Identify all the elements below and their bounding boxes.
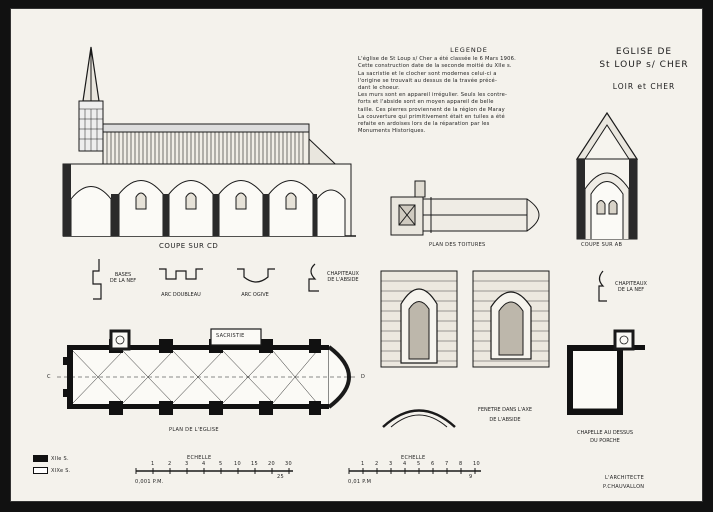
window-details-drawing (380, 270, 550, 428)
label-coupe-ab: COUPE SUR AB (581, 242, 623, 248)
scale-tick-label: 10 (234, 461, 241, 467)
architect-title: L'ARCHITECTE (605, 475, 645, 481)
scale-tick-label: 3 (389, 461, 393, 467)
legend-line: Monuments Historiques. (358, 128, 426, 135)
legend-line: forts et l'abside sont en moyen appareil… (358, 99, 494, 106)
legend-line: Les murs sont en appareil irrégulier. Se… (358, 92, 508, 99)
key-swatch-12th-century (33, 455, 48, 462)
key-label-19th-century: XIXe S. (51, 468, 71, 474)
architectural-drawings (57, 46, 645, 474)
title-line-3: LOIR et CHER (612, 82, 676, 91)
scale-bars (135, 468, 481, 474)
scale-tick-label: 8 (459, 461, 463, 467)
scale-tick-label: 1 (361, 461, 365, 467)
drawing-sheet: LEGENDE L'église de St Loup s/ Cher a ét… (10, 8, 703, 502)
longitudinal-section-drawing (62, 46, 356, 237)
label-echelle-right: ECHELLE (401, 455, 426, 461)
key-label-12th-century: XIIe S. (51, 456, 69, 462)
architect-name: P.CHAUVALLON (603, 484, 645, 490)
title-line-2: St LOUP s/ CHER (599, 60, 689, 70)
legend-line: refaite en ardoises lors de la réparatio… (358, 121, 490, 128)
chapel-plan-drawing (567, 329, 645, 415)
scale-tick-label: 6 (431, 461, 435, 467)
scale-tick-label: 30 (285, 461, 292, 467)
legend-text: LEGENDE L'église de St Loup s/ Cher a ét… (358, 46, 580, 135)
title-line-1: EGLISE DE (615, 47, 673, 57)
legend-line: Cette construction date de la seconde mo… (358, 63, 512, 70)
key-swatch-19th-century (33, 467, 48, 474)
scale-tick-label: 7 (445, 461, 449, 467)
church-plan-drawing (57, 328, 357, 415)
label-section-c: C (47, 374, 51, 380)
transverse-section-drawing (575, 111, 639, 240)
label-arc-doubleau: ARC DOUBLEAU (161, 292, 201, 298)
label-scale-left-unit: 0,001 P.M. (135, 479, 164, 485)
label-plan-eglise: PLAN DE L'EGLISE (169, 427, 219, 433)
label-echelle-left: ECHELLE (187, 455, 212, 461)
roof-plan-drawing (390, 180, 540, 236)
scale-tick-label: 25 (277, 474, 284, 480)
label-section-d: D (361, 374, 366, 380)
label-plan-toitures: PLAN DES TOITURES (429, 242, 486, 248)
scale-tick-label: 2 (375, 461, 379, 467)
scale-tick-label: 20 (268, 461, 275, 467)
scale-tick-label: 15 (251, 461, 258, 467)
label-sacristie: SACRISTIE (216, 333, 245, 339)
legend-line: l'origine se trouvait au dessus de la tr… (358, 77, 498, 84)
scale-tick-label: 3 (185, 461, 189, 467)
legend-title: LEGENDE (450, 46, 488, 54)
scale-tick-label: 5 (417, 461, 421, 467)
scale-tick-label: 4 (403, 461, 407, 467)
scale-tick-label: 5 (219, 461, 223, 467)
label-arc-ogive: ARC OGIVE (241, 292, 269, 298)
legend-line: La sacristie et le clocher sont modernes… (358, 70, 497, 77)
profile-details (92, 259, 607, 302)
label-scale-right-unit: 0,01 P.M (348, 479, 372, 485)
scale-tick-label: 2 (168, 461, 172, 467)
legend-line: La couverture qui primitivement était en… (358, 113, 505, 120)
label-coupe-cd: COUPE SUR CD (159, 242, 219, 250)
title-block: EGLISE DE St LOUP s/ CHER LOIR et CHER (589, 47, 699, 91)
scale-tick-label: 10 (473, 461, 480, 467)
scale-tick-label: 9 (469, 474, 473, 480)
scale-tick-label: 4 (202, 461, 206, 467)
legend-line: L'église de St Loup s/ Cher a été classé… (358, 56, 516, 63)
legend-line: dant le choeur. (358, 85, 400, 92)
legend-line: taille. Ces pierres proviennent de la ré… (358, 106, 505, 113)
scale-tick-label: 1 (151, 461, 155, 467)
